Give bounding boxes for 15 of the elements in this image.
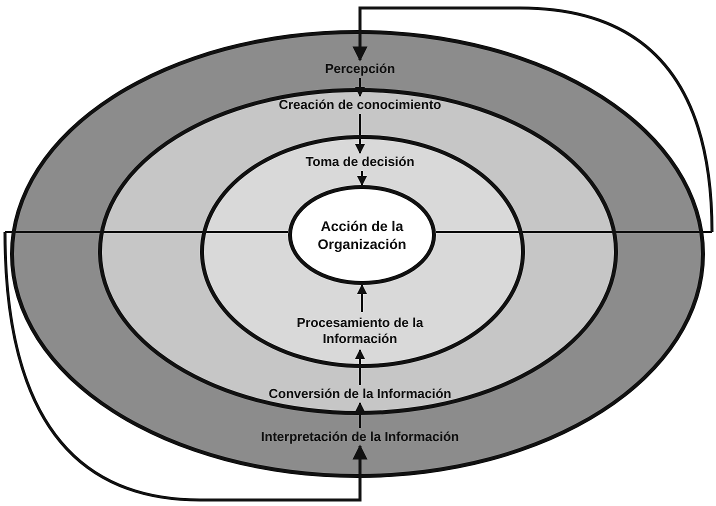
center-label: Acción de la Organización	[316, 217, 408, 253]
arrow	[355, 349, 365, 385]
arrow	[355, 78, 365, 97]
ring-label: Creación de conocimiento	[245, 96, 475, 114]
ring-label: Interpretación de la Información	[215, 428, 505, 446]
ring-label: Conversión de la Información	[235, 385, 485, 403]
ring-label: Toma de decisión	[285, 153, 435, 171]
arrow	[355, 402, 365, 428]
arrow	[355, 114, 365, 154]
arrow	[352, 6, 714, 232]
arrow	[357, 171, 367, 186]
ring-label: Percepción	[300, 60, 420, 78]
arrow	[357, 284, 367, 312]
ring-label: Procesamiento de la Información	[280, 312, 440, 350]
arrow	[4, 232, 368, 502]
